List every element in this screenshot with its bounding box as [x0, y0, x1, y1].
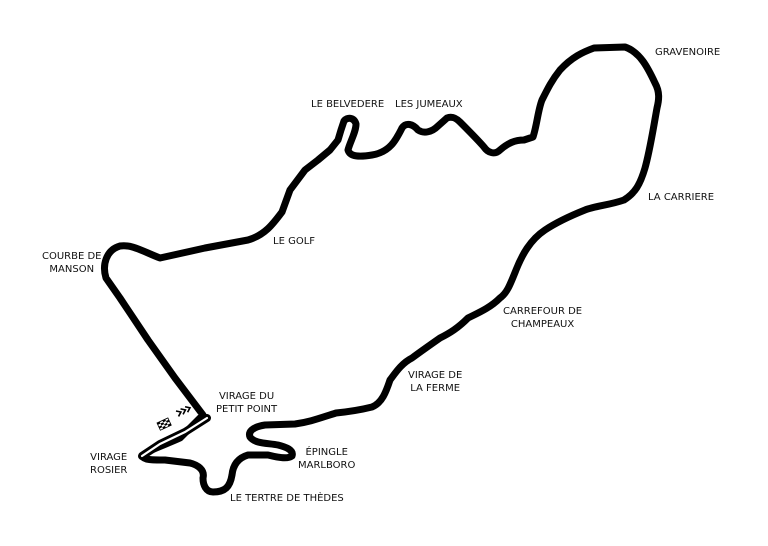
corner-label-epingle-marlboro: ÉPINGLE MARLBORO: [298, 447, 356, 471]
corner-label-la-carriere: LA CARRIERE: [648, 192, 715, 203]
corner-label-les-jumeaux: LES JUMEAUX: [395, 99, 463, 110]
corner-label-le-tertre-de-thedes: LE TERTRE DE THÈDES: [230, 493, 344, 504]
corner-label-virage-rosier: VIRAGE ROSIER: [90, 452, 128, 476]
track-path: [101, 43, 663, 496]
corner-label-le-belvedere: LE BELVEDERE: [311, 99, 385, 110]
corner-label-gravenoire: GRAVENOIRE: [655, 47, 721, 58]
corner-label-virage-du-petit-point: VIRAGE DU PETIT POINT: [216, 391, 278, 415]
corner-label-courbe-de-manson: COURBE DE MANSON: [42, 251, 102, 275]
pit-lane-inner: [140, 416, 209, 458]
corner-label-virage-de-la-ferme: VIRAGE DE LA FERME: [408, 370, 463, 394]
corner-label-le-golf: LE GOLF: [273, 236, 316, 247]
chevron-arrows-icon: [175, 405, 192, 417]
checkered-flag-icon: [156, 417, 172, 431]
corner-label-carrefour-de-champeaux: CARREFOUR DE CHAMPEAUX: [503, 306, 583, 330]
